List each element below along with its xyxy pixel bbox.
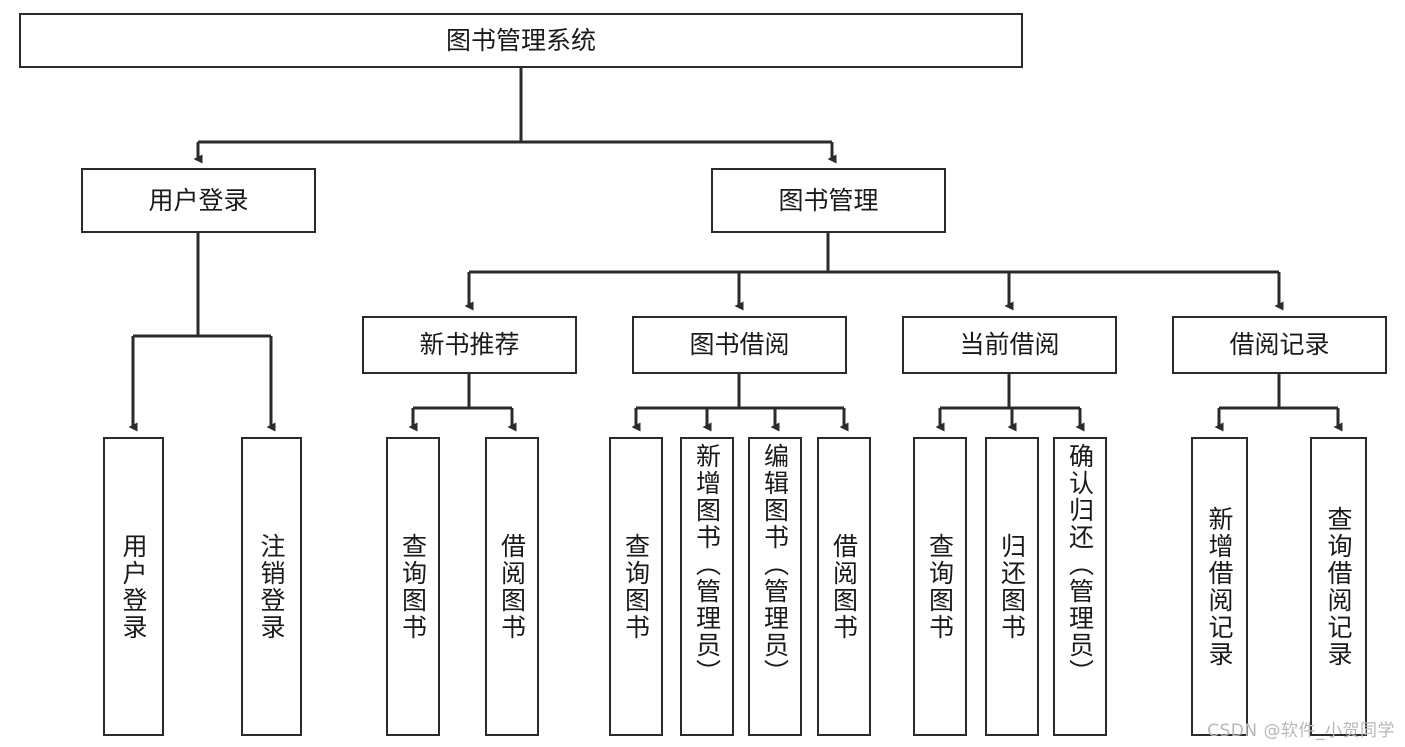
edge-user-login-to-leaves <box>133 233 271 338</box>
edge-borrow-record-to-leaves <box>1219 374 1338 410</box>
node-leaf-add-borrow-record[interactable]: 新增借阅记录 <box>1191 437 1248 736</box>
edge-current-borrow-to-leaves <box>940 374 1080 410</box>
node-book-management-label: 图书管理 <box>778 185 879 215</box>
node-leaf-add-book[interactable]: 新增图书（管理员） <box>680 437 734 736</box>
node-user-login[interactable]: 用户登录 <box>81 168 316 233</box>
node-book-borrow[interactable]: 图书借阅 <box>632 316 847 374</box>
node-leaf-confirm-return[interactable]: 确认归还（管理员） <box>1053 437 1107 736</box>
node-leaf-query-book-borrow-label: 查询图书 <box>621 532 651 641</box>
node-book-management[interactable]: 图书管理 <box>711 168 946 233</box>
node-leaf-query-borrow-record-label: 查询借阅记录 <box>1324 505 1353 668</box>
node-leaf-borrow-book-recommendation[interactable]: 借阅图书 <box>485 437 539 736</box>
node-new-book-recommendation-label: 新书推荐 <box>419 330 520 360</box>
node-borrow-record[interactable]: 借阅记录 <box>1172 316 1387 374</box>
node-leaf-query-book-current-label: 查询图书 <box>925 532 955 641</box>
node-current-borrow-label: 当前借阅 <box>959 330 1060 360</box>
node-leaf-user-login[interactable]: 用户登录 <box>103 437 164 736</box>
node-leaf-query-book-borrow[interactable]: 查询图书 <box>609 437 663 736</box>
node-leaf-user-logout[interactable]: 注销登录 <box>241 437 302 736</box>
node-leaf-edit-book[interactable]: 编辑图书（管理员） <box>748 437 802 736</box>
node-book-borrow-label: 图书借阅 <box>689 330 790 360</box>
node-leaf-add-borrow-record-label: 新增借阅记录 <box>1205 505 1234 668</box>
node-user-login-label: 用户登录 <box>148 185 249 215</box>
node-leaf-confirm-return-label: 确认归还（管理员） <box>1065 443 1095 686</box>
node-leaf-return-book-label: 归还图书 <box>997 532 1027 641</box>
edge-new-book-rec-to-leaves <box>413 374 512 410</box>
node-leaf-add-book-label: 新增图书（管理员） <box>692 443 722 686</box>
node-leaf-query-book-recommendation[interactable]: 查询图书 <box>386 437 440 736</box>
node-leaf-user-login-label: 用户登录 <box>119 532 148 641</box>
edge-book-manage-to-level3 <box>469 233 1279 274</box>
node-root-label: 图书管理系统 <box>445 25 596 55</box>
node-leaf-borrow-book-recommendation-label: 借阅图书 <box>497 532 527 641</box>
node-leaf-query-book-current[interactable]: 查询图书 <box>913 437 967 736</box>
edge-root-to-level2 <box>198 68 832 144</box>
node-leaf-user-logout-label: 注销登录 <box>257 532 286 641</box>
node-leaf-borrow-book[interactable]: 借阅图书 <box>817 437 871 736</box>
node-current-borrow[interactable]: 当前借阅 <box>902 316 1117 374</box>
node-root[interactable]: 图书管理系统 <box>19 13 1023 68</box>
node-leaf-return-book[interactable]: 归还图书 <box>985 437 1039 736</box>
node-leaf-query-borrow-record[interactable]: 查询借阅记录 <box>1310 437 1367 736</box>
node-new-book-recommendation[interactable]: 新书推荐 <box>362 316 577 374</box>
watermark-text: CSDN @软件_小贺同学 <box>1207 721 1395 741</box>
node-borrow-record-label: 借阅记录 <box>1229 330 1330 360</box>
node-leaf-edit-book-label: 编辑图书（管理员） <box>760 443 790 686</box>
edge-book-borrow-to-leaves <box>636 374 844 410</box>
node-leaf-query-book-recommendation-label: 查询图书 <box>398 532 428 641</box>
node-leaf-borrow-book-label: 借阅图书 <box>829 532 859 641</box>
